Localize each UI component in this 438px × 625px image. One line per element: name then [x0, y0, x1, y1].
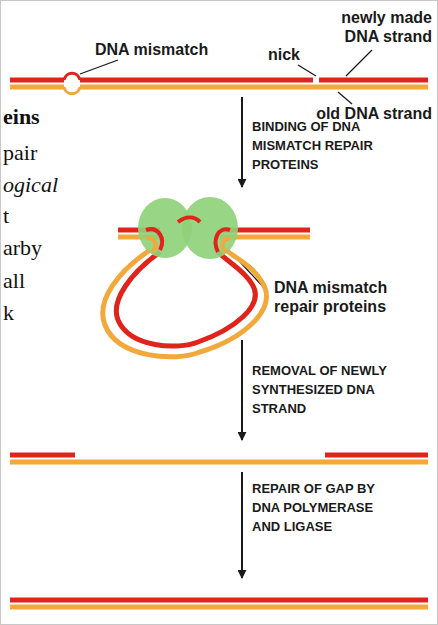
slide-text-fragment: t: [3, 203, 33, 229]
slide-text-fragment: pair: [3, 140, 63, 166]
slide-text-fragment: all: [3, 268, 53, 294]
feature-label: DNA mismatch: [95, 40, 225, 59]
slide-text-fragment: ogical: [3, 172, 73, 198]
step-label: REPAIR OF GAP BY DNA POLYMERASE AND LIGA…: [252, 480, 402, 537]
repaired-duplex: [10, 600, 428, 607]
mismatch-repair-complex: [103, 197, 310, 357]
step-label: REMOVAL OF NEWLY SYNTHESIZED DNA STRAND: [252, 362, 402, 419]
slide-text-fragment: eins: [3, 104, 63, 130]
strand-label: newly made DNA strand: [322, 8, 432, 46]
gapped-duplex: [10, 455, 428, 462]
slide-text-fragment: k: [3, 300, 33, 326]
step-arrows: [241, 97, 243, 578]
slide-text-fragment: arby: [3, 235, 63, 261]
feature-label: nick: [268, 45, 308, 64]
dna-duplex: [10, 73, 428, 94]
callout-label: DNA mismatch repair proteins: [274, 278, 406, 316]
step-label: BINDING OF DNA MISMATCH REPAIR PROTEINS: [252, 118, 402, 175]
